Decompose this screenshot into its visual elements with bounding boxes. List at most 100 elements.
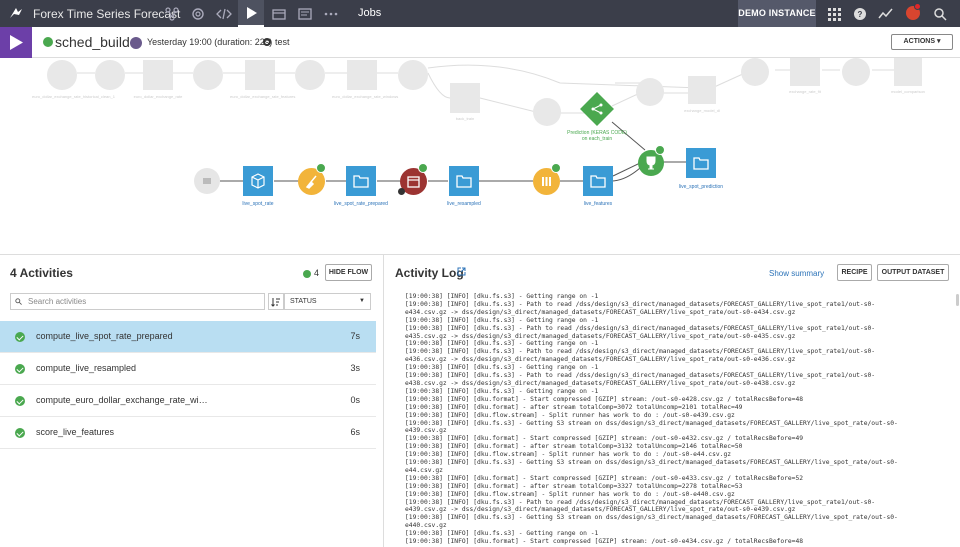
ghost-recipe-icon (533, 98, 561, 126)
dataset-live-spot-rate-prepared[interactable] (346, 166, 376, 196)
prepare-recipe-node[interactable] (298, 163, 326, 195)
ghost-recipe-icon (295, 60, 325, 90)
chevron-down-icon: ▼ (359, 298, 365, 304)
ghost-dataset-icon (450, 83, 480, 113)
show-summary-link[interactable]: Show summary (769, 269, 825, 278)
project-name[interactable]: Forex Time Series Forecast (33, 7, 181, 21)
node-label: live_spot_rate_prepared (334, 201, 388, 207)
log-line: [19:00:38] [INFO] [dku.format] - after s… (405, 482, 743, 490)
activity-log-panel: Activity Log Show summary RECIPE OUTPUT … (385, 255, 960, 547)
window-recipe-node[interactable] (533, 163, 561, 195)
sort-button[interactable] (268, 293, 284, 310)
status-filter-dropdown[interactable]: STATUS ▼ (284, 293, 371, 310)
log-line: e440.csv.gz (405, 522, 447, 530)
user-avatar (130, 37, 142, 49)
play-icon (247, 7, 257, 19)
resample-recipe-node[interactable] (398, 163, 428, 195)
log-line: [19:00:38] [INFO] [dku.format] - Start c… (405, 395, 804, 403)
broom-icon (305, 175, 317, 189)
score-recipe-node[interactable] (638, 145, 665, 176)
activities-title: 4 Activities (10, 266, 73, 280)
actions-label: ACTIONS (903, 38, 936, 45)
user-avatar[interactable] (906, 3, 921, 20)
instance-badge[interactable]: DEMO INSTANCE (738, 0, 816, 27)
ghost-dataset-icon (347, 60, 377, 90)
log-line: [19:00:38] [INFO] [dku.fs.s3] - Getting … (405, 459, 898, 467)
activity-row[interactable]: score_live_features 6s (0, 417, 376, 449)
python-icon (203, 178, 211, 184)
ghost-dataset-icon (143, 60, 173, 90)
ghost-sql-icon (741, 58, 769, 86)
log-line: e438.csv.gz -> dss/design/s3_direct/mana… (405, 379, 796, 387)
job-title: sched_build (55, 34, 130, 50)
log-line: [19:00:38] [INFO] [dku.flow.stream] - Sp… (405, 411, 735, 419)
hide-flow-button[interactable]: HIDE FLOW (325, 264, 372, 281)
activity-name: compute_euro_dollar_exchange_rate_wi… (36, 395, 208, 405)
jobs-tab[interactable] (238, 0, 264, 27)
job-run-info: Yesterday 19:00 (duration: 22s) (147, 37, 273, 47)
scrollbar[interactable] (956, 294, 959, 306)
flow-icon[interactable] (164, 6, 180, 22)
activity-chart-icon[interactable] (878, 6, 894, 22)
ghost-prepare-icon (95, 60, 125, 90)
columns-icon (542, 177, 551, 186)
top-navbar: Forex Time Series Forecast Jobs DEMO INS… (0, 0, 960, 27)
log-output[interactable]: [19:00:38] [INFO] [dku.fs.s3] - Getting … (405, 293, 940, 547)
ghost-label: exchange_rate_fit (789, 89, 821, 94)
recipe-button[interactable]: RECIPE (837, 264, 872, 281)
activity-row[interactable]: compute_euro_dollar_exchange_rate_wi… 0s (0, 385, 376, 417)
status-filter-label: STATUS (290, 298, 317, 305)
ghost-upload-icon (47, 60, 77, 90)
node-label: live_resampled (447, 201, 481, 207)
log-line: [19:00:38] [INFO] [dku.fs.s3] - Getting … (405, 419, 898, 427)
success-check-icon (418, 163, 428, 173)
settings-wheel-icon[interactable] (190, 6, 206, 22)
search-icon[interactable] (932, 6, 948, 22)
ghost-dataset-icon (894, 58, 922, 86)
log-line: e439.csv.gz -> dss/design/s3_direct/mana… (405, 506, 796, 514)
code-icon[interactable] (216, 6, 232, 22)
log-line: [19:00:38] [INFO] [dku.format] - Start c… (405, 435, 804, 443)
log-line: [19:00:38] [INFO] [dku.fs.s3] - Getting … (405, 530, 599, 538)
activity-row[interactable]: compute_live_resampled 3s (0, 353, 376, 385)
job-target: test (275, 37, 290, 47)
notification-dot (914, 3, 921, 10)
ghost-label: euro_dollar_exchange_rate_historical_cle… (32, 94, 115, 99)
train-model-node[interactable] (580, 92, 614, 126)
log-line: [19:00:38] [INFO] [dku.flow.stream] - Sp… (405, 490, 735, 498)
wiki-icon[interactable] (297, 6, 313, 22)
dataset-live-spot-rate[interactable] (243, 166, 273, 196)
help-icon[interactable]: ? (852, 6, 868, 22)
activity-name: compute_live_spot_rate_prepared (36, 331, 173, 341)
apps-grid-icon[interactable] (826, 6, 842, 22)
success-check-icon (551, 163, 561, 173)
ghost-dataset-icon (790, 58, 820, 86)
ghost-recipe-icon (193, 60, 223, 90)
dataiku-bird-logo-icon[interactable] (8, 6, 24, 20)
log-line: [19:00:38] [INFO] [dku.fs.s3] - Getting … (405, 293, 599, 300)
dataset-live-spot-prediction[interactable] (686, 148, 716, 178)
svg-text:?: ? (858, 10, 863, 19)
python-recipe-icon[interactable] (194, 168, 220, 194)
activity-duration: 3s (350, 363, 360, 373)
activity-name: compute_live_resampled (36, 363, 137, 373)
job-flow-graph[interactable]: euro_dollar_exchange_rate_historical_cle… (0, 58, 960, 254)
search-activities-input[interactable]: Search activities (10, 293, 265, 310)
dataset-live-features[interactable] (583, 166, 613, 196)
activity-log-title: Activity Log (395, 266, 464, 280)
external-link-icon[interactable] (457, 267, 466, 276)
success-check-icon (15, 428, 25, 438)
ghost-dataset-icon (245, 60, 275, 90)
output-dataset-button[interactable]: OUTPUT DATASET (877, 264, 949, 281)
success-check-icon (15, 396, 25, 406)
success-check-icon (316, 163, 326, 173)
dashboard-icon[interactable] (271, 6, 287, 22)
pane-divider[interactable] (0, 254, 960, 255)
actions-dropdown-button[interactable]: ACTIONS ▾ (891, 34, 953, 50)
ghost-dataset-icon (688, 76, 716, 104)
dataset-live-resampled[interactable] (449, 166, 479, 196)
more-icon[interactable] (323, 6, 339, 22)
calendar-icon (407, 176, 420, 188)
folder-icon (353, 175, 369, 188)
activity-row[interactable]: compute_live_spot_rate_prepared 7s (0, 321, 376, 353)
